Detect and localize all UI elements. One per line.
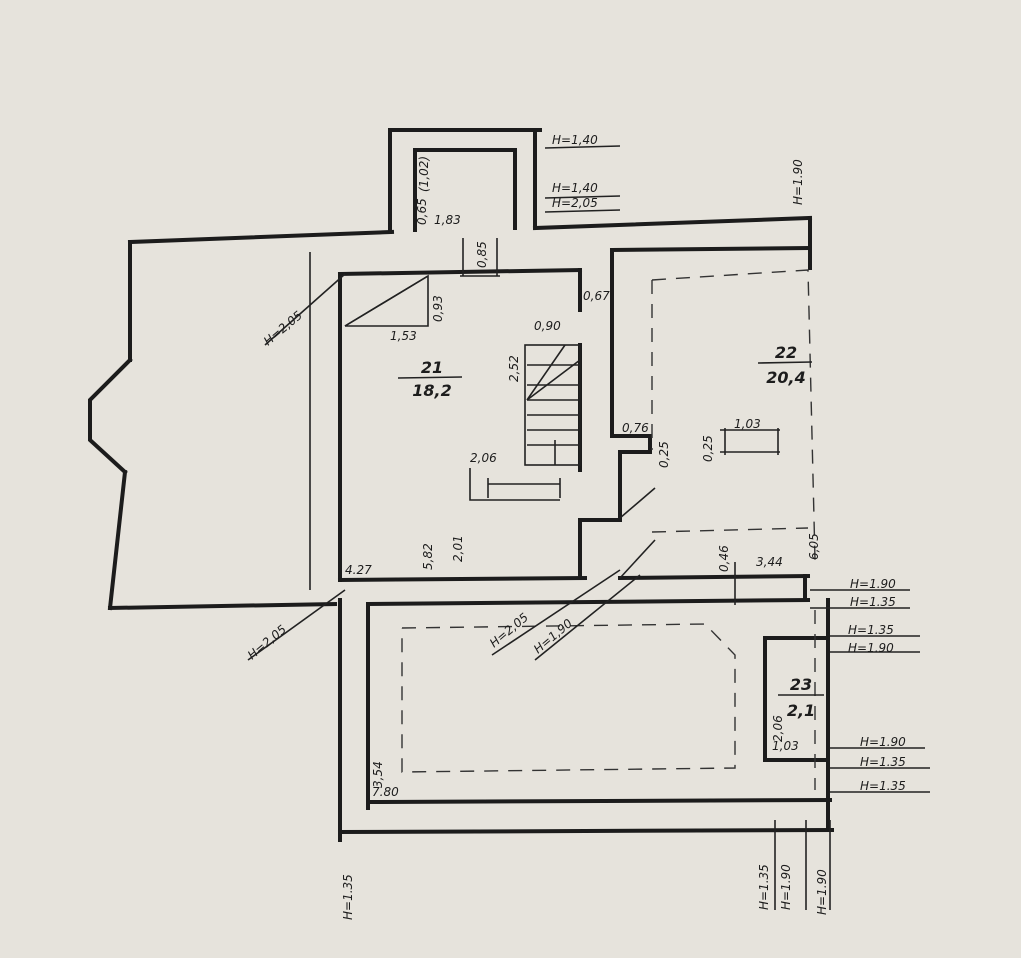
dashed-outlines (401, 269, 816, 790)
leader-lines (247, 145, 930, 910)
height-label: H=1.35 (848, 623, 894, 637)
dimension-label: 2,06 (470, 451, 497, 465)
height-label: H=1.35 (860, 755, 906, 769)
dimension-label: 1,03 (772, 739, 799, 753)
room-21-number: 21 (421, 358, 443, 377)
dimension-labels: (1,02) 0,65 1,83 0,85 0,93 1,53 0,67 0,9… (345, 156, 821, 799)
dimension-label: 0,46 (717, 545, 731, 572)
height-label: H=1.35 (850, 595, 896, 609)
height-label: H=1.35 (757, 864, 771, 910)
dimension-label: (1,02) (417, 156, 431, 192)
walls (88, 128, 835, 842)
dimension-label: 0,25 (701, 435, 715, 462)
room-22-area: 20,4 (766, 368, 805, 387)
room-22: 22 20,4 (757, 343, 813, 387)
height-label: H=1.90 (815, 869, 829, 915)
height-label: H=1,40 (552, 133, 598, 147)
dimension-label: 3,54 (371, 761, 385, 788)
dimension-label: 2,52 (507, 355, 521, 382)
height-label: H=2,05 (245, 622, 289, 662)
dimension-label: 0,67 (583, 289, 610, 303)
room-23: 23 2,1 (778, 675, 824, 720)
height-label: H=1,40 (552, 181, 598, 195)
dimension-label: 0,65 (415, 198, 429, 225)
height-label: H=1.90 (791, 159, 805, 205)
dimension-label: 6,05 (807, 533, 821, 560)
height-label: H=1.90 (860, 735, 906, 749)
height-label: H=2,05 (552, 196, 598, 210)
dimension-label: 0,85 (475, 241, 489, 268)
dimension-label: 0,25 (657, 441, 671, 468)
dimension-label: 0,93 (431, 295, 445, 322)
height-label: H=1,90 (531, 616, 575, 656)
height-label: H=1.90 (779, 864, 793, 910)
dimension-label: 0,76 (622, 421, 649, 435)
dimension-label: 0,90 (534, 319, 561, 333)
room-labels: 21 18,2 22 20,4 23 2,1 (397, 343, 824, 720)
dimension-label: 5,82 (421, 543, 435, 570)
room-21: 21 18,2 (397, 358, 463, 400)
height-label: H=1.35 (860, 779, 906, 793)
dimension-label: 4.27 (345, 563, 372, 577)
interior-details (344, 274, 780, 579)
height-label: H=1.90 (848, 641, 894, 655)
dimension-label: 2,01 (451, 535, 465, 562)
dimension-label: 1,83 (434, 213, 461, 227)
dimension-label: 7.80 (372, 785, 399, 799)
height-label: H=1.35 (341, 874, 355, 920)
room-21-area: 18,2 (412, 381, 451, 400)
dimension-label: 2,06 (771, 715, 785, 742)
dimension-label: 3,44 (756, 555, 783, 569)
height-label: H=1.90 (850, 577, 896, 591)
room-23-number: 23 (790, 675, 812, 694)
room-22-number: 22 (775, 343, 797, 362)
staircase (524, 344, 581, 466)
dimension-label: 1,03 (734, 417, 761, 431)
dimension-label: 1,53 (390, 329, 417, 343)
height-label: H=2,05 (261, 308, 305, 348)
room-23-area: 2,1 (787, 701, 815, 720)
